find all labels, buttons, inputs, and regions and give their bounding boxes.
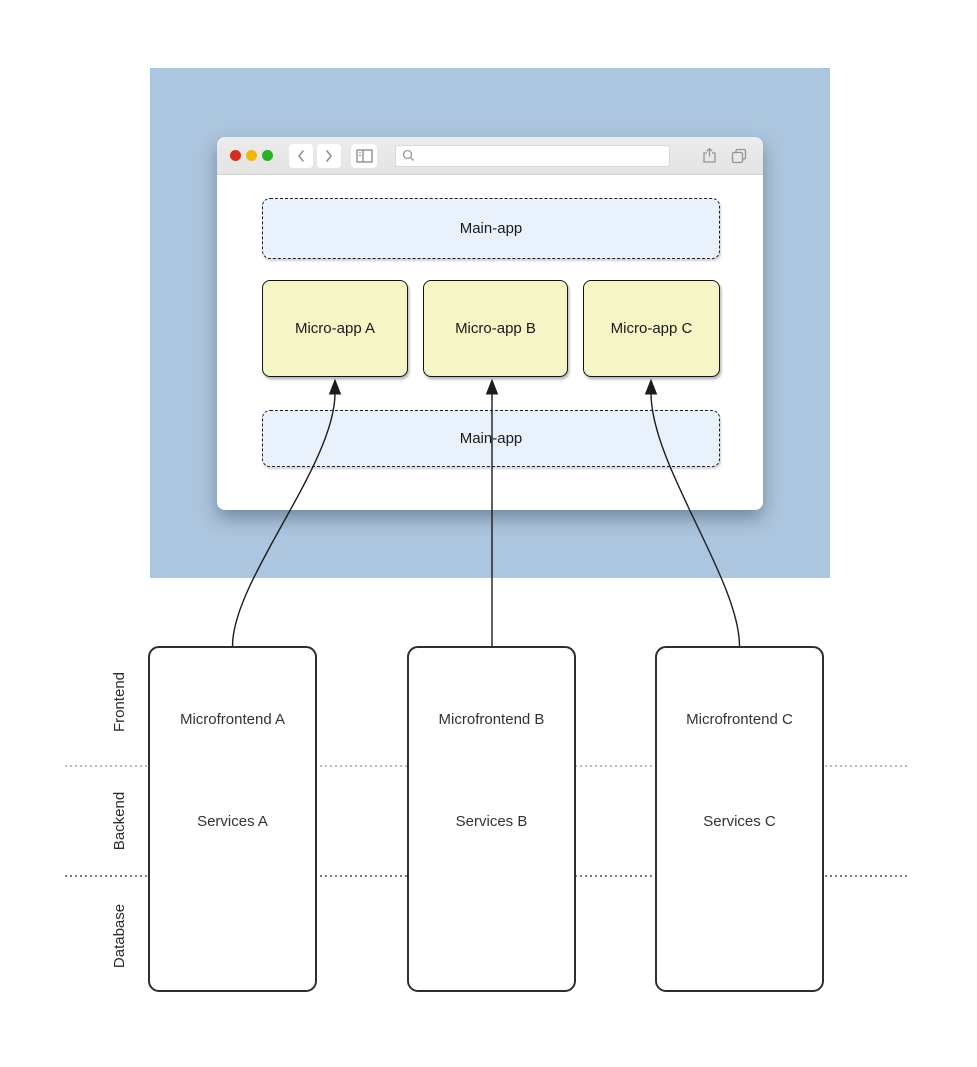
microfrontend-c-box: Microfrontend C Services C [655,646,824,992]
browser-content: Main-app Micro-app A Micro-app B Micro-a… [217,175,763,509]
sidebar-icon [355,148,373,163]
tabs-icon [731,148,747,163]
traffic-lights [230,150,273,161]
search-icon [402,149,415,162]
share-button[interactable] [698,144,720,168]
microfrontend-a-label: Microfrontend A [179,710,286,728]
browser-toolbar [217,137,763,175]
main-app-bottom-box: Main-app [262,410,720,467]
microfrontend-c-label: Microfrontend C [686,710,793,728]
main-app-top-box: Main-app [262,198,720,259]
chevron-right-icon [326,149,332,162]
zoom-icon[interactable] [262,150,273,161]
main-app-top-label: Main-app [459,220,523,237]
services-a-label: Services A [197,812,268,830]
micro-app-c-box: Micro-app C [583,280,720,377]
microfrontend-a-box: Microfrontend A Services A [148,646,317,992]
sidebar-toggle-button[interactable] [351,143,377,168]
main-app-bottom-label: Main-app [459,430,523,447]
microfrontend-b-label: Microfrontend B [438,710,545,728]
close-icon[interactable] [230,150,241,161]
forward-button[interactable] [317,143,341,168]
services-c-label: Services C [703,812,776,830]
minimize-icon[interactable] [246,150,257,161]
search-input[interactable] [395,144,670,167]
services-b-label: Services B [455,812,528,830]
chevron-left-icon [298,149,304,162]
browser-window: Main-app Micro-app A Micro-app B Micro-a… [217,137,763,510]
microfrontend-b-box: Microfrontend B Services B [407,646,576,992]
share-icon [702,147,716,163]
back-button[interactable] [289,143,313,168]
micro-app-b-label: Micro-app B [455,320,536,337]
layer-label-database: Database [111,903,128,969]
micro-app-c-label: Micro-app C [610,320,693,337]
micro-app-b-box: Micro-app B [423,280,568,377]
tabs-button[interactable] [728,144,750,168]
micro-app-a-label: Micro-app A [294,320,376,337]
micro-app-a-box: Micro-app A [262,280,408,377]
